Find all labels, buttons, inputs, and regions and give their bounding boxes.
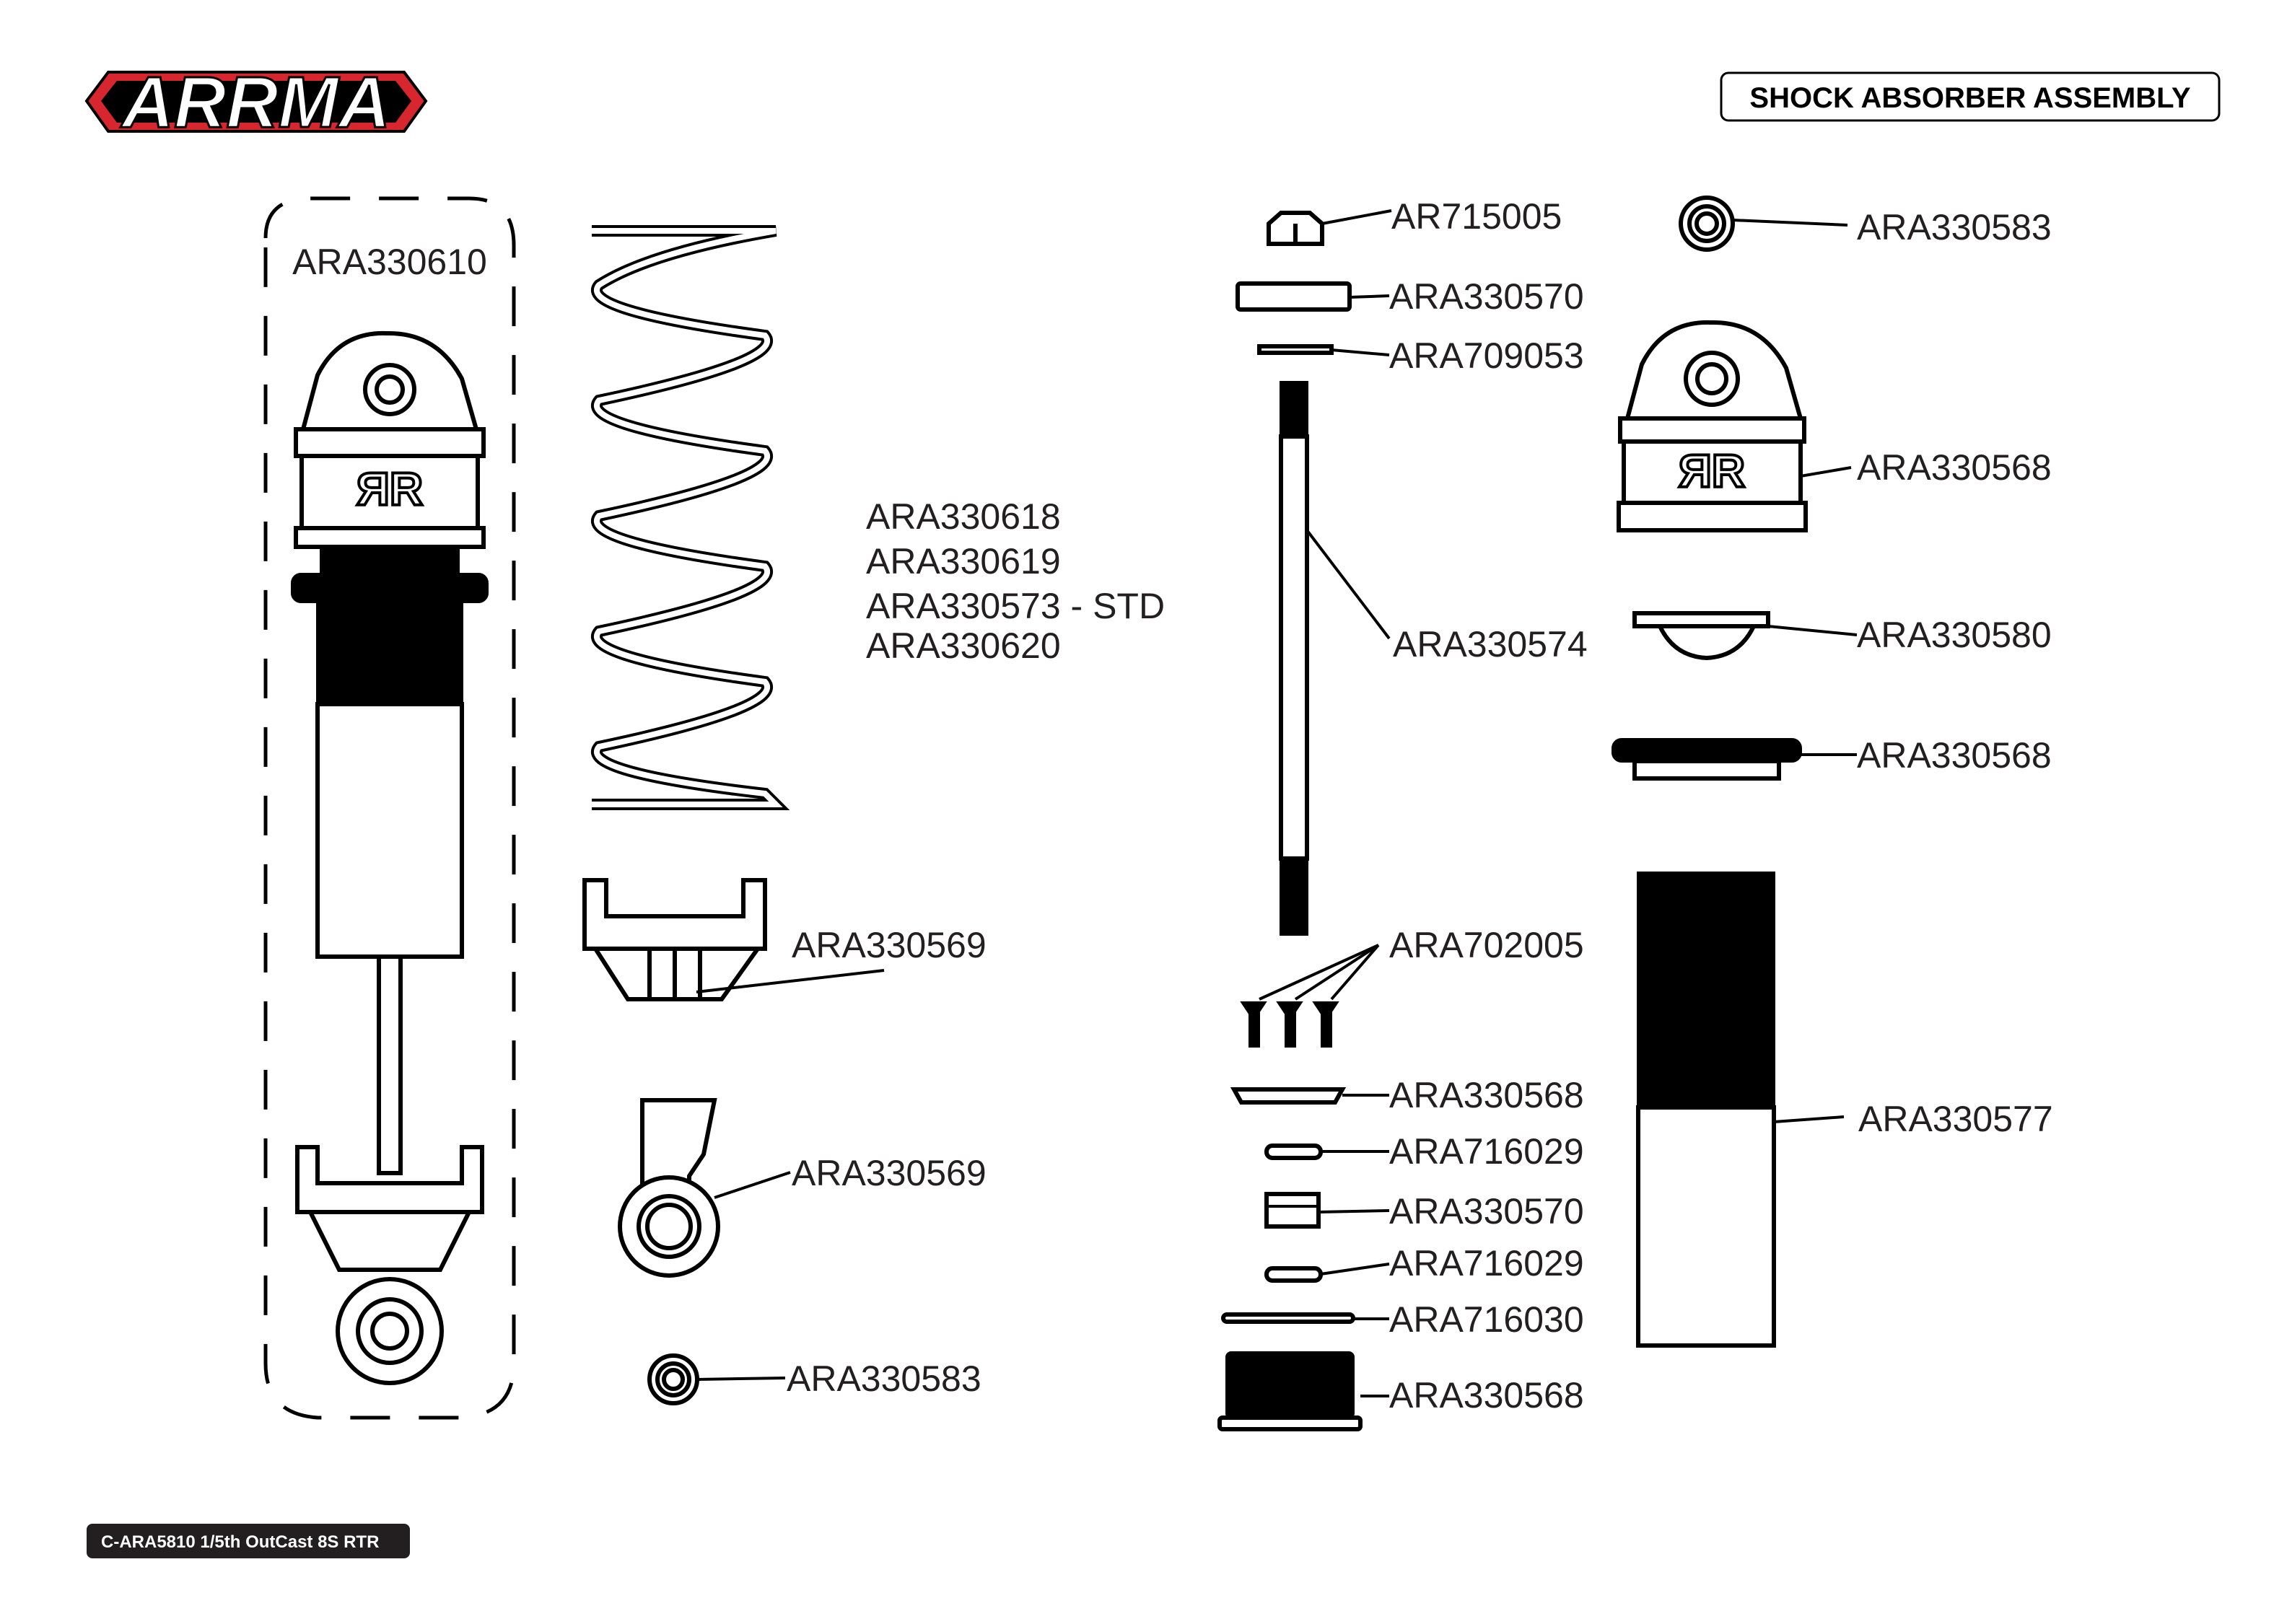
bladder: [1632, 611, 1770, 661]
label-collar: ARA330568: [1857, 735, 2052, 776]
section-title-box: SHOCK ABSORBER ASSEMBLY: [1720, 71, 2221, 122]
label-bushing-top: ARA330570: [1389, 276, 1584, 317]
label-top-bearing: ARA330583: [1857, 207, 2052, 247]
label-spring-1: ARA330618: [866, 496, 1061, 537]
label-shaft: ARA330574: [1393, 624, 1588, 664]
label-spacer: ARA330570: [1389, 1191, 1584, 1232]
washer: [1257, 344, 1334, 355]
label-nut: AR715005: [1391, 196, 1562, 237]
shock-cap: ЯR: [1617, 320, 1808, 532]
label-spring-3: ARA330573 - STD: [866, 586, 1165, 626]
label-screws: ARA702005: [1389, 925, 1584, 965]
label-bottom-cap: ARA330568: [1389, 1375, 1584, 1415]
svg-text:ЯR: ЯR: [1679, 445, 1745, 497]
label-piston-plate: ARA330568: [1389, 1075, 1584, 1115]
label-rod-end-bearing: ARA330583: [787, 1359, 981, 1399]
collar: [1612, 738, 1802, 781]
label-assembly: ARA330610: [292, 242, 487, 282]
rod-end-bearing: [647, 1353, 699, 1405]
shock-body: [1636, 872, 1776, 1348]
label-bladder: ARA330580: [1857, 615, 2052, 655]
spacer: [1264, 1192, 1321, 1229]
lower-spring-cup: [582, 878, 767, 1001]
oring-a: [1264, 1144, 1323, 1160]
arrma-logo: ARRMA: [84, 61, 428, 144]
label-oring-a: ARA716029: [1389, 1131, 1584, 1172]
label-oring-c: ARA716030: [1389, 1299, 1584, 1340]
shock-shaft: [1279, 381, 1309, 936]
label-spring-2: ARA330619: [866, 541, 1061, 581]
label-lower-spring-cup: ARA330569: [792, 925, 987, 965]
oring-c: [1221, 1312, 1355, 1324]
footer-label: C-ARA5810 1/5th OutCast 8S RTR: [101, 1532, 379, 1552]
label-rod-end: ARA330569: [792, 1153, 987, 1193]
screws: [1240, 1001, 1339, 1048]
assembly-outline: [263, 196, 516, 1420]
label-shock-body: ARA330577: [1858, 1099, 2053, 1139]
label-shock-cap: ARA330568: [1857, 447, 2052, 488]
brand-wordmark: ARRMA: [120, 62, 390, 143]
footer-badge: C-ARA5810 1/5th OutCast 8S RTR: [87, 1524, 410, 1558]
top-bearing: [1679, 196, 1735, 252]
bushing-top: [1236, 281, 1352, 312]
spring: [591, 225, 790, 810]
nut: [1267, 211, 1324, 246]
oring-b: [1264, 1266, 1323, 1283]
rod-end: [618, 1098, 720, 1278]
bottom-cap: [1217, 1351, 1363, 1431]
svg-text:ЯR: ЯR: [357, 463, 423, 515]
label-spring-4: ARA330620: [866, 626, 1061, 666]
label-oring-b: ARA716029: [1389, 1243, 1584, 1283]
page-title: SHOCK ABSORBER ASSEMBLY: [1749, 82, 2191, 114]
piston-plate: [1230, 1087, 1347, 1105]
assembled-shock: ЯR ARA330610: [263, 196, 516, 1420]
label-washer: ARA709053: [1389, 335, 1584, 376]
